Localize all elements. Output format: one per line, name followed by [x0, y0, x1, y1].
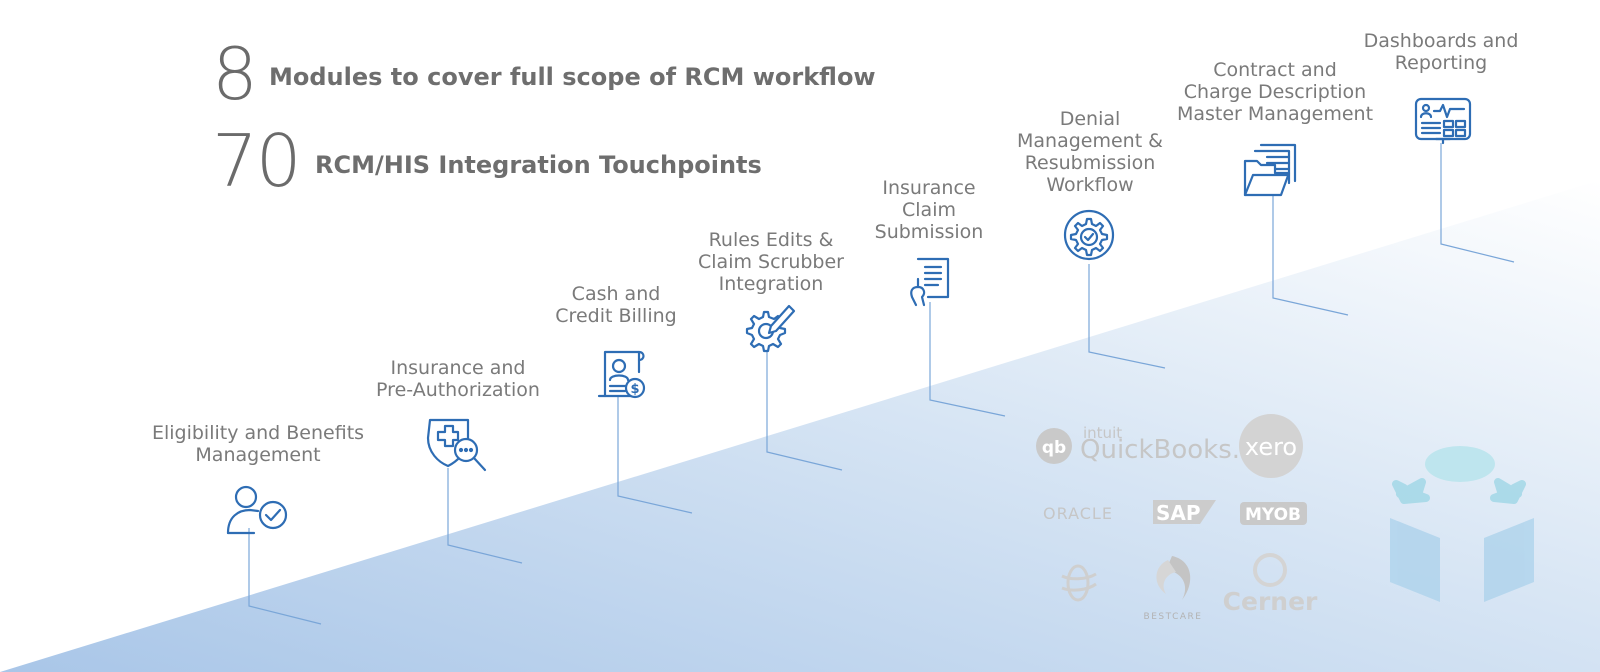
integration-flow-graphic: [1390, 446, 1534, 602]
modules-count: 8: [212, 32, 258, 116]
hand-document-icon: [910, 257, 950, 307]
cerner-logo: Cerner: [1223, 553, 1318, 616]
flow-panel-left: [1390, 518, 1440, 602]
bill-dollar-icon: $: [597, 350, 646, 399]
svg-text:qb: qb: [1042, 438, 1066, 458]
module-label-scrubber: Rules Edits & Claim Scrubber Integration: [698, 229, 844, 295]
connector-eligibility: [248, 528, 322, 625]
connector-preauth: [447, 468, 523, 564]
connector-claim: [929, 302, 1006, 417]
flow-hub: [1425, 446, 1495, 482]
gear-pencil-icon: [745, 304, 796, 353]
module-label-billing: Cash and Credit Billing: [555, 283, 677, 327]
connector-contract: [1272, 196, 1349, 316]
module-label-eligibility: Eligibility and Benefits Management: [151, 422, 365, 466]
module-label-preauth: Insurance and Pre-Authorization: [376, 357, 540, 401]
svg-text:$: $: [630, 382, 639, 397]
xero-logo: xero: [1239, 414, 1303, 478]
partner-logos: qb intuit QuickBooks. xero ORACLE SAP MY…: [1036, 414, 1318, 622]
bestcare-logo: BESTCARE: [1144, 556, 1203, 622]
connectors: [248, 143, 1515, 625]
touchpoints-count: 70: [212, 119, 302, 203]
bestcare-text: BESTCARE: [1144, 612, 1203, 622]
module-label-claim: Insurance Claim Submission: [874, 177, 984, 243]
user-check-icon: [226, 485, 288, 535]
quickbooks-text: QuickBooks.: [1080, 435, 1240, 465]
connector-denial: [1088, 264, 1166, 369]
xero-text: xero: [1245, 433, 1297, 461]
flow-arrow-left: [1392, 478, 1430, 504]
myob-logo: MYOB: [1240, 502, 1307, 525]
modules-description: Modules to cover full scope of RCM workf…: [269, 63, 876, 91]
flow-arrow-right: [1490, 478, 1526, 504]
myob-text: MYOB: [1245, 505, 1301, 525]
touchpoints-description: RCM/HIS Integration Touchpoints: [315, 151, 762, 179]
module-label-denial: Denial Management & Resubmission Workflo…: [1016, 108, 1164, 196]
sap-text: SAP: [1156, 501, 1201, 525]
folder-documents-icon: [1243, 143, 1297, 197]
connector-dashboards: [1440, 143, 1515, 263]
oracle-logo: ORACLE: [1043, 504, 1113, 523]
shield-search-icon: [426, 418, 487, 472]
globe-logo: [1061, 564, 1097, 602]
flow-panel-right: [1484, 518, 1534, 602]
quickbooks-intuit-text: intuit: [1083, 424, 1122, 442]
module-label-contract: Contract and Charge Description Master M…: [1176, 59, 1374, 125]
module-label-dashboards: Dashboards and Reporting: [1363, 30, 1519, 74]
gear-check-icon: [1063, 209, 1115, 261]
sap-logo: SAP: [1153, 500, 1216, 525]
cerner-text: Cerner: [1223, 587, 1318, 616]
quickbooks-logo: qb intuit QuickBooks.: [1036, 424, 1240, 465]
dashboard-monitor-icon: [1414, 97, 1472, 145]
connector-billing: [617, 396, 693, 514]
ramp-background: [0, 180, 1600, 672]
connector-scrubber: [766, 352, 843, 471]
